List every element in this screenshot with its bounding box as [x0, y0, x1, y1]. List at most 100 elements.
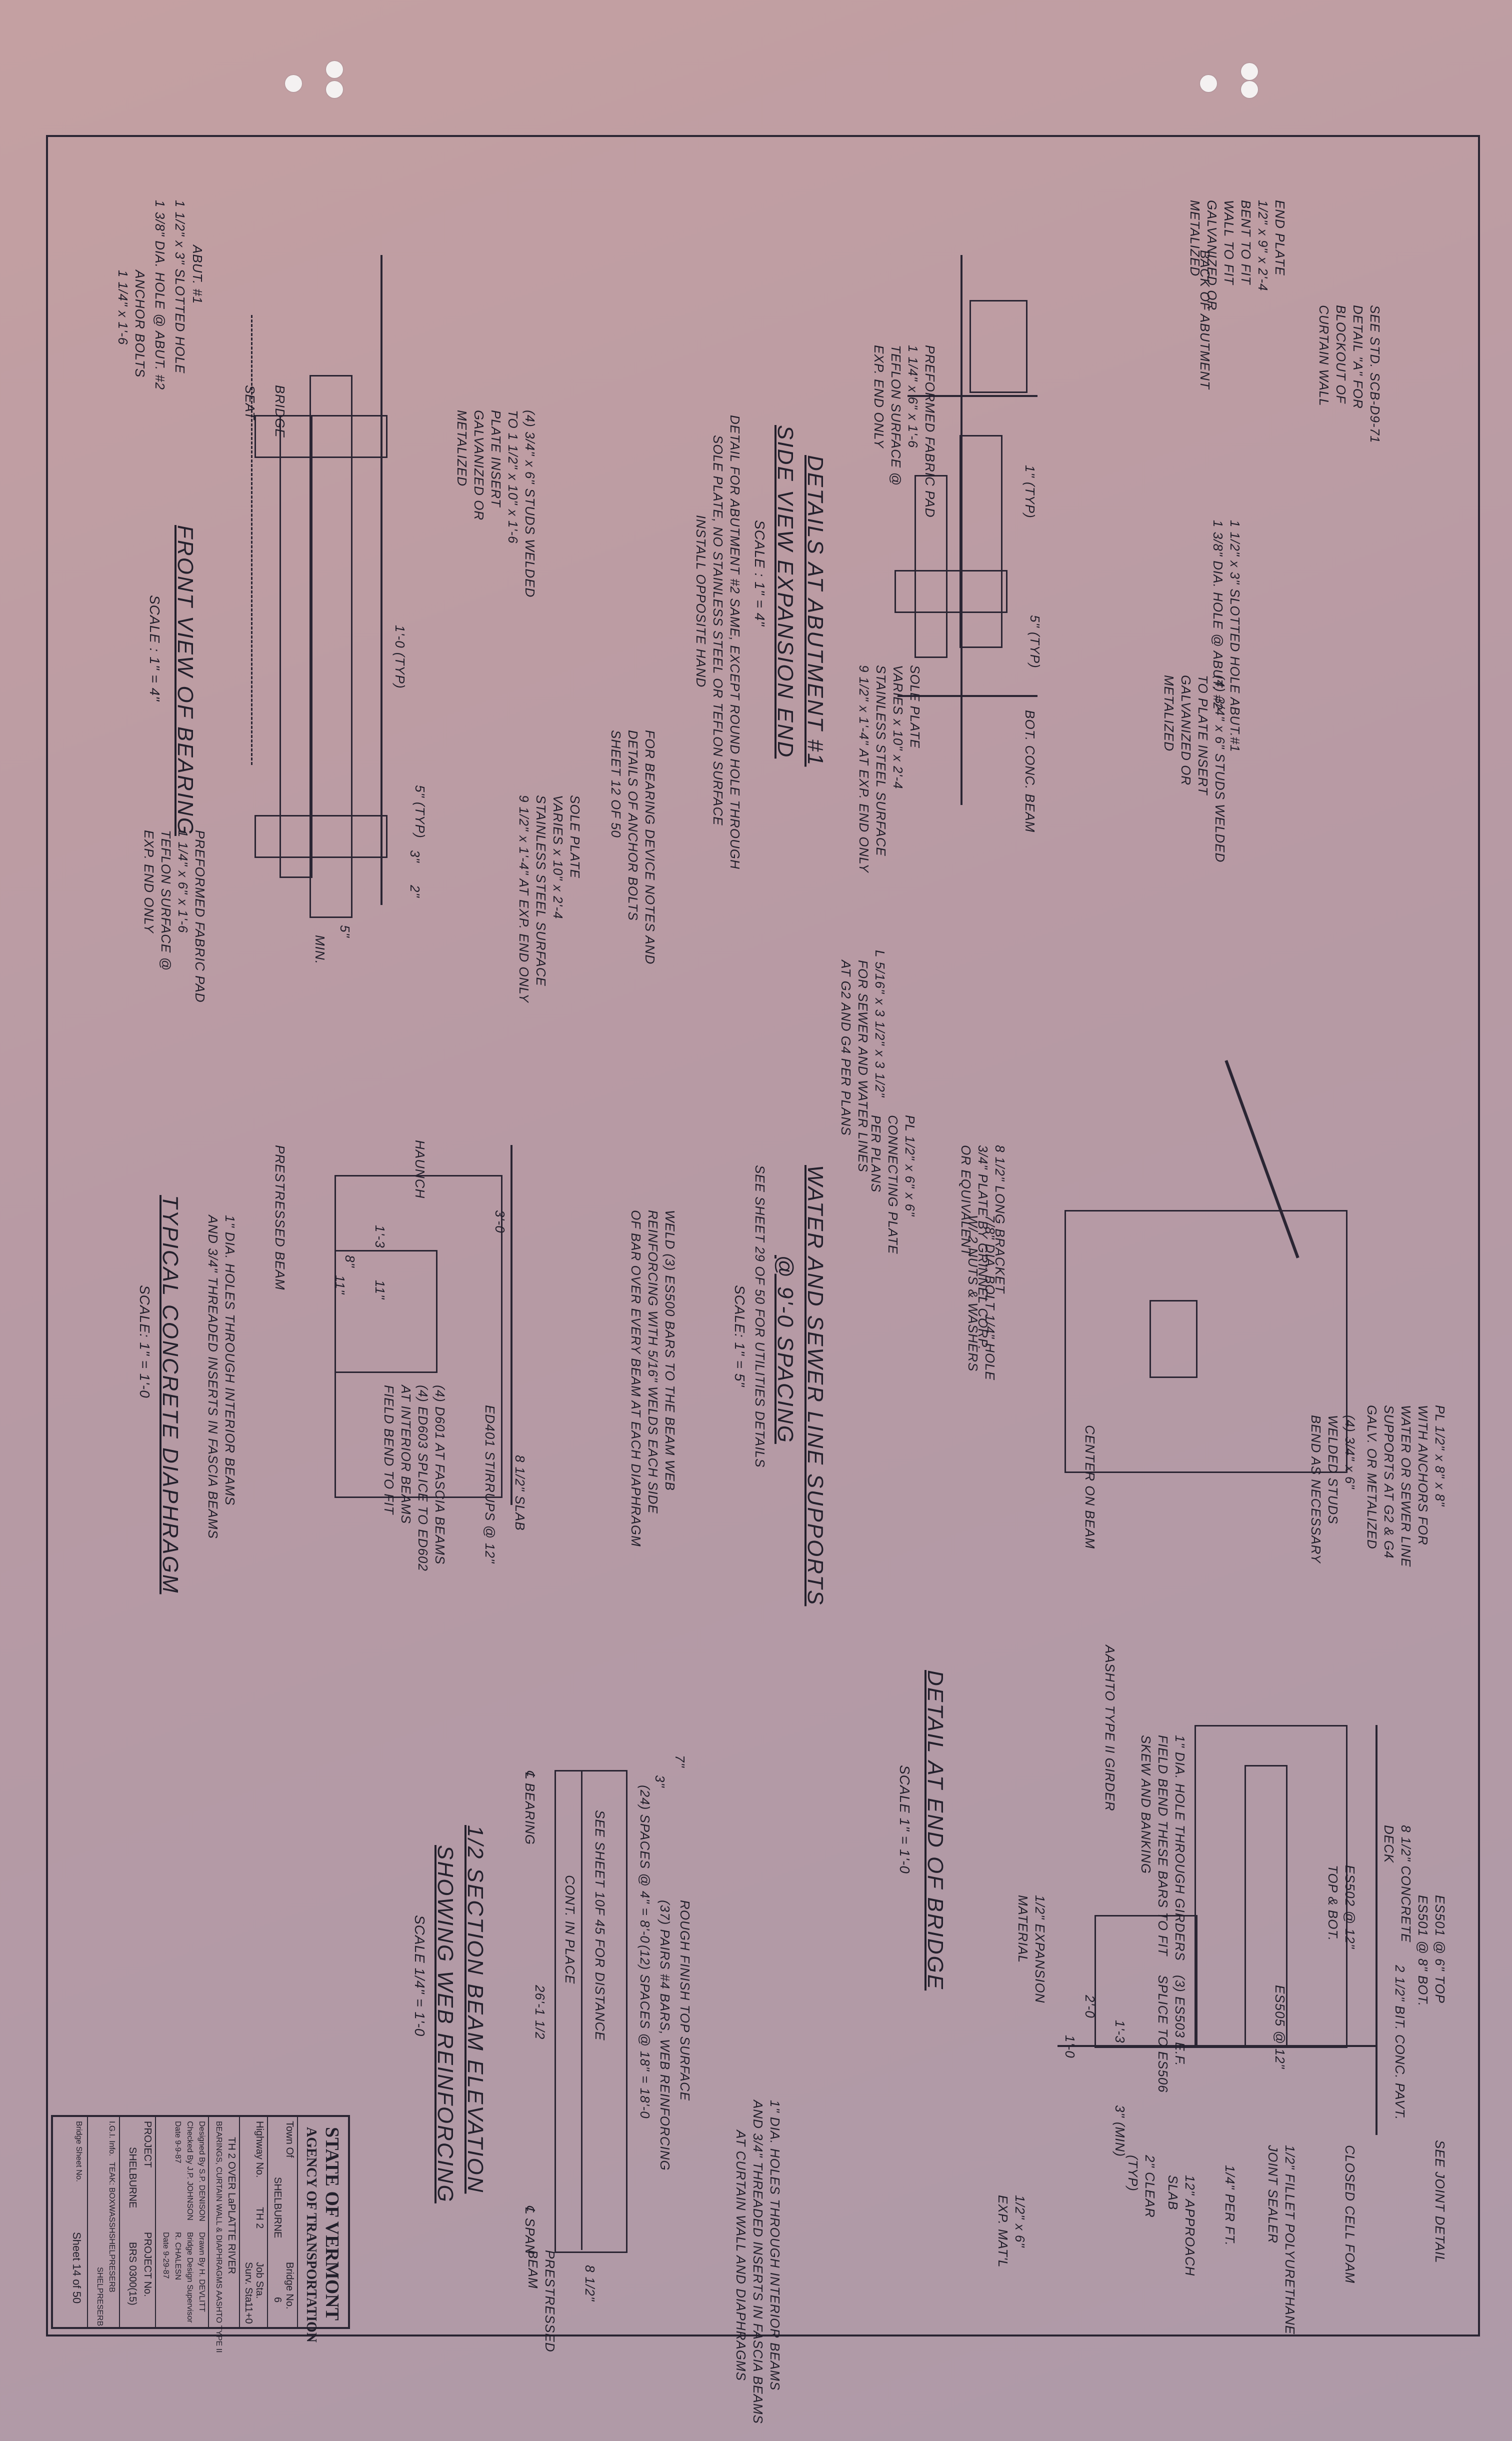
engineer-name: R. CHALESN — [174, 2232, 182, 2280]
ws-callout: W/ 2 NUTS & WASHERS — [966, 1215, 980, 1372]
date: Date 9-9-87 — [174, 2121, 182, 2164]
be-callout: (12) SPACES @ 18" = 18'-0 — [638, 1945, 652, 2119]
dia-callout: AND 3/4" THREADED INSERTS IN FASCIA BEAM… — [206, 1215, 220, 1539]
side-callout: WALL TO FIT — [1222, 200, 1236, 285]
side-callout: VARIES x 10" x 2'-4 — [890, 665, 906, 790]
file-label: I.G.I. Info. — [108, 2121, 116, 2156]
side-callout: TEFLON SURFACE @ — [888, 345, 904, 486]
eob-callout: SPLICE TO ES506 — [1156, 1975, 1170, 2093]
side-callout: TO PLATE INSERT — [1196, 675, 1210, 796]
dia-callout: OF BAR OVER EVERY BEAM AT EACH DIAPHRAGM — [628, 1210, 644, 1547]
ws-callout: PER PLANS — [868, 1115, 884, 1192]
dia-callout: 1'-3 — [372, 1225, 388, 1248]
file-right: SHELPRESERB — [96, 2267, 104, 2326]
front-callout: TEFLON SURFACE @ — [158, 830, 174, 971]
be-callout: ROUGH FINISH TOP SURFACE — [678, 1900, 692, 2101]
dia-callout: 8 1/2" SLAB — [512, 1455, 528, 1531]
ws-callout: AT G2 AND G4 PER PLANS — [838, 960, 854, 1136]
be-callout: ℄ SPAN — [522, 2205, 538, 2254]
dia-callout: FIELD BEND TO FIT — [382, 1385, 396, 1515]
eob-callout: 8 1/2" CONCRETE — [1398, 1825, 1414, 1943]
town-label: Town Of — [284, 2121, 295, 2158]
front-callout: (4) 3/4" x 6" STUDS WELDED — [522, 410, 538, 598]
eob-callout: TOP & BOT. — [1326, 1865, 1340, 1942]
sheet-border — [46, 135, 1480, 2336]
bridge-engineer: Bridge Design Supervisor — [186, 2232, 194, 2323]
project-no-label: PROJECT No. — [142, 2232, 153, 2297]
ws-callout: WITH ANCHORS FOR — [1416, 1405, 1430, 1546]
punch-hole — [1241, 81, 1258, 98]
ws-callout: L 5/16" x 3 1/2" x 3 1/2" — [872, 950, 888, 1098]
side-callout: (4) 3/4" x 6" STUDS WELDED — [1212, 675, 1228, 863]
eob-callout: 1/4" PER FT. — [1222, 2165, 1238, 2246]
dia-callout: 11" — [372, 1280, 388, 1300]
side-callout: PREFORMED FABRIC PAD — [922, 345, 938, 518]
ws-callout: 7/8" DIA. BOLT 1/4" HOLE — [982, 1215, 998, 1380]
front-callout: ANCHOR BOLTS — [132, 270, 148, 378]
ws-callout: PL 1/2" x 6" x 6" — [902, 1115, 918, 1217]
ws-title: WATER AND SEWER LINE SUPPORTS — [803, 1165, 828, 1606]
front-callout: 1 1/2" x 3" SLOTTED HOLE — [172, 200, 188, 374]
side-view-note: SOLE PLATE, NO STAINLESS STEEL OR TEFLON… — [710, 435, 726, 826]
eob-callout: 3" (MIN) — [1112, 2105, 1128, 2157]
ws-callout: GALV. OR METALIZED — [1364, 1405, 1380, 1550]
diaphragm-title: TYPICAL CONCRETE DIAPHRAGM — [158, 1195, 182, 1594]
side-callout: 1/2" x 9" x 2'-4 — [1256, 200, 1270, 292]
route: TH 2 OVER LaPLATTE RIVER — [226, 2137, 237, 2274]
side-view-note: INSTALL OPPOSITE HAND — [694, 515, 708, 688]
eob-callout: 2" CLEAR — [1142, 2155, 1158, 2218]
dia-callout: ED401 STIRRUPS @ 12" — [482, 1405, 498, 1564]
surv-sta-label: Surv. Sta. — [243, 2262, 254, 2306]
side-callout: 9 1/2" x 1'-4" AT EXP. END ONLY — [856, 665, 872, 873]
be-title: 1/2 SECTION BEAM ELEVATION — [463, 1825, 488, 2194]
front-callout: STAINLESS STEEL SURFACE — [534, 795, 548, 986]
right-note: 1" DIA. HOLES THROUGH INTERIOR BEAMS — [768, 2100, 782, 2391]
side-callout: 1" (TYP) — [1022, 465, 1038, 518]
dia-callout: PRESTRESSED BEAM — [272, 1145, 288, 1290]
ws-callout: WELDED STUDS — [1326, 1415, 1340, 1524]
front-callout: SOLE PLATE — [568, 795, 582, 879]
be-scale: SCALE 1/4" = 1'-0 — [412, 1915, 428, 2037]
side-callout: 5" (TYP) — [1028, 615, 1042, 668]
be-callout: (37) PAIRS #4 BARS, WEB REINFORCING — [658, 1900, 672, 2171]
ws-callout: (4) 3/4" x 6" — [1342, 1415, 1358, 1490]
eob-callout: CLOSED CELL FOAM — [1342, 2145, 1358, 2284]
front-callout: EXP. END ONLY — [142, 830, 156, 934]
dia-callout: 1" DIA. HOLES THROUGH INTERIOR BEAMS — [222, 1215, 238, 1506]
side-callout: 1 1/4" x 6" x 1'-6 — [906, 345, 920, 448]
project-label: PROJECT — [142, 2121, 153, 2168]
eob-callout: ES502 @ 12" — [1342, 1865, 1358, 1950]
project-no: BRS 0300(15) — [127, 2242, 138, 2306]
side-callout: GALVANIZED OR — [1204, 200, 1220, 311]
front-callout: 2" — [408, 885, 422, 898]
sheet-subject: BEARINGS, CURTAIN WALL & DIAPHRAGMS AASH… — [214, 2121, 223, 2353]
eob-callout: (TYP) — [1126, 2155, 1140, 2192]
designed-by: Designed By S.P. DENISON — [198, 2121, 206, 2222]
be-callout: 7" — [672, 1755, 688, 1768]
ws-scale: SCALE: 1" = 5" — [732, 1285, 748, 1388]
side-callout: DETAIL "A" FOR — [1350, 305, 1366, 409]
front-callout: SHEET 12 OF 50 — [608, 730, 624, 838]
surv-sta: 11+0 — [243, 2302, 254, 2324]
front-callout: MIN. — [312, 935, 328, 964]
front-callout: 1'-0 (TYP) — [392, 625, 408, 689]
be-callout: (24) SPACES @ 4" = 8'-0 — [638, 1785, 652, 1944]
front-callout: VARIES x 10" x 2'-4 — [550, 795, 566, 920]
right-note: AT CURTAIN WALL AND DIAPHRAGMS — [734, 2130, 748, 2381]
front-callout: 5" (TYP) — [412, 785, 428, 838]
eob-callout: FIELD BEND THESE BARS TO FIT — [1156, 1735, 1170, 1956]
side-callout: BOT. CONC. BEAM — [1022, 710, 1038, 833]
checked-by: Checked By J.P. JOHNSON — [186, 2121, 194, 2220]
be-callout: SEE SHEET 10F 45 FOR DISTANCE — [592, 1810, 608, 2041]
side-callout: SOLE PLATE — [908, 665, 922, 749]
eob-callout: ES501 @ 6" TOP — [1432, 1895, 1448, 2004]
town: SHELBURNE — [272, 2177, 283, 2238]
front-callout: BRIDGE — [272, 385, 288, 438]
side-callout: EXP. END ONLY — [872, 345, 886, 448]
eob-callout: DECK — [1382, 1825, 1396, 1864]
side-callout: CURTAIN WALL — [1316, 305, 1332, 406]
project-name: SHELBURNE — [127, 2147, 138, 2208]
punch-hole — [326, 81, 343, 98]
eob-title: DETAIL AT END OF BRIDGE — [923, 1670, 948, 1991]
front-callout: PREFORMED FABRIC PAD — [192, 830, 208, 1003]
